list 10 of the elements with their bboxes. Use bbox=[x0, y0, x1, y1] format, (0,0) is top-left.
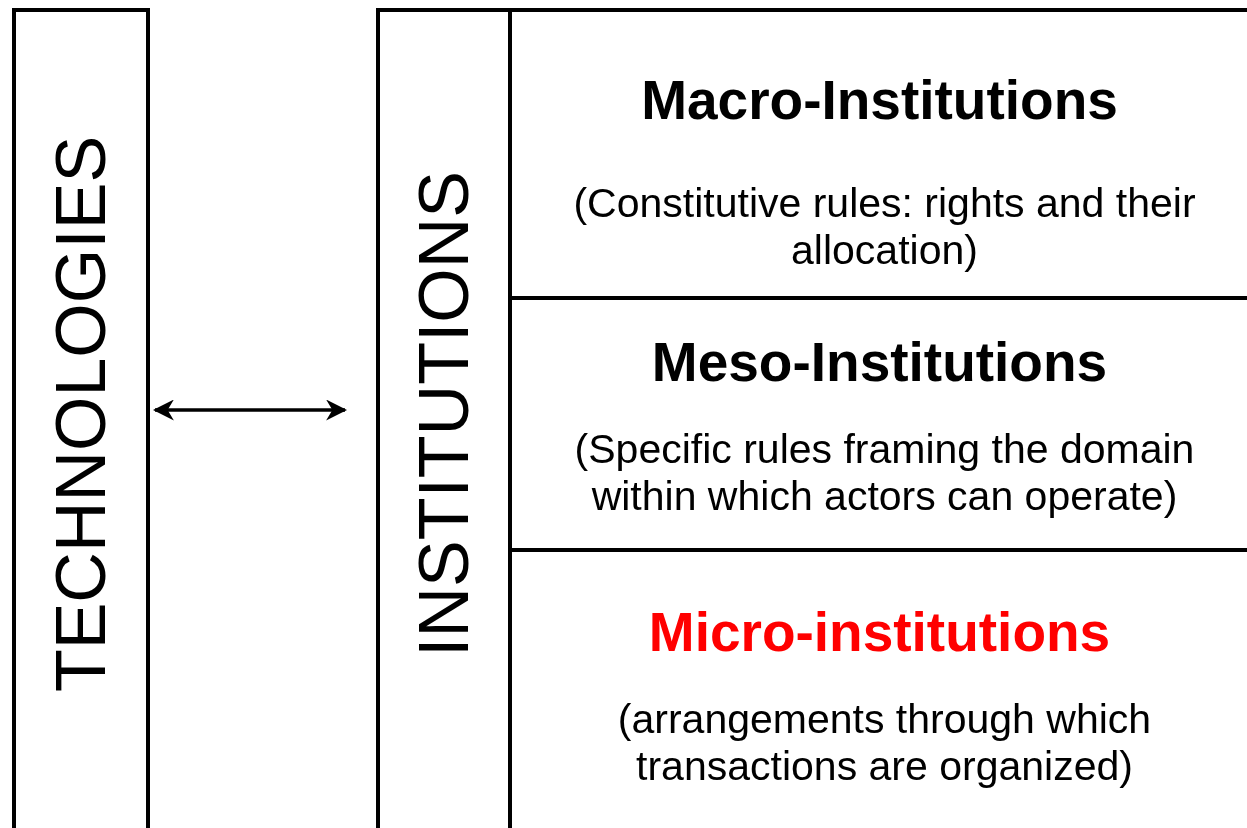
vertical-label: TECHNOLOGIES bbox=[41, 135, 121, 693]
technologies-box bbox=[12, 8, 150, 828]
description: (arrangements through which transactions are organized) bbox=[616, 696, 1153, 790]
heading: Macro-Institutions bbox=[641, 68, 1118, 132]
heading: Micro-institutions bbox=[648, 600, 1111, 664]
heading: Meso-Institutions bbox=[651, 330, 1108, 394]
description: (Specific rules framing the domain within which actors can operate) bbox=[573, 426, 1196, 520]
vertical-label: INSTITUTIONS bbox=[404, 170, 484, 658]
description: (Constitutive rules: rights and their allocation) bbox=[572, 180, 1197, 274]
double-arrow bbox=[152, 399, 348, 421]
